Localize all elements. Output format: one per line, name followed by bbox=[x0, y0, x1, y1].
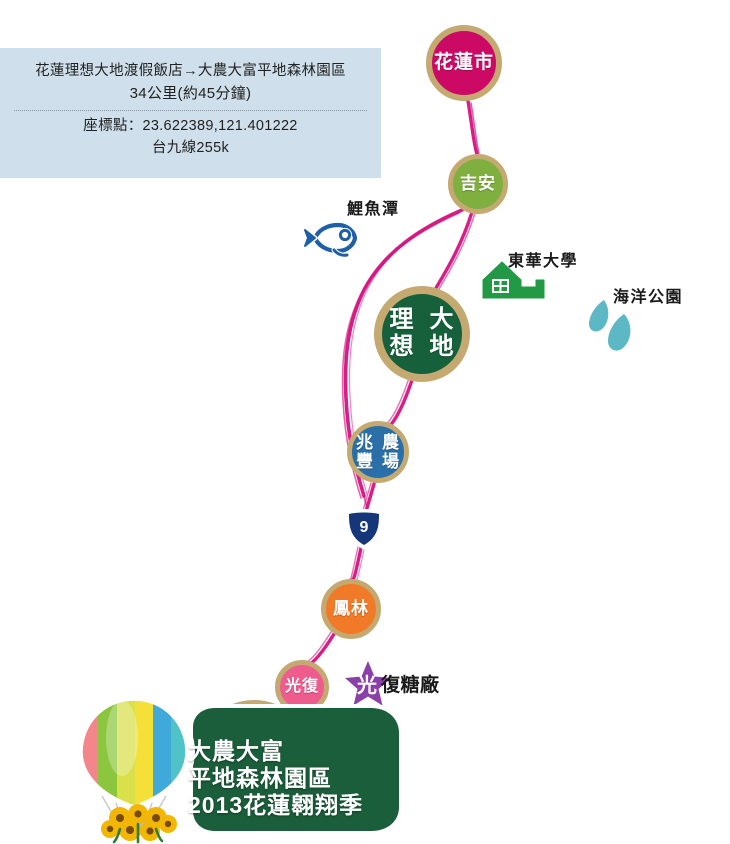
house-icon bbox=[480, 259, 547, 301]
logo-green-panel bbox=[190, 704, 402, 834]
dolphin-icon bbox=[586, 297, 633, 354]
poi-liyu-lake[interactable]: 鯉魚潭 bbox=[301, 201, 398, 262]
highway-shield-9[interactable]: 9 bbox=[345, 508, 383, 550]
map-node-label: 大地 bbox=[429, 306, 455, 360]
logo-line-2: 平地森林園區 bbox=[188, 765, 332, 792]
map-node-promised-land[interactable]: 理想大地 bbox=[374, 286, 470, 382]
map-node-hualien-city[interactable]: 花蓮市 bbox=[426, 25, 502, 101]
poi-label-ocean-park: 海洋公園 bbox=[613, 289, 684, 306]
shield-icon bbox=[345, 509, 383, 550]
map-node-label: 鳳林 bbox=[333, 599, 369, 619]
poi-label-dhu: 東華大學 bbox=[508, 253, 579, 270]
map-node-label: 吉安 bbox=[460, 174, 496, 194]
info-coordinates: 座標點：23.622389,121.401222 bbox=[83, 117, 298, 134]
map-node-label: 兆豐 bbox=[356, 432, 374, 471]
destination-logo-text: 大農大富 平地森林園區 2013花蓮翱翔季 bbox=[188, 738, 363, 819]
poi-label-liyu-lake: 鯉魚潭 bbox=[347, 201, 400, 218]
map-node-label: 花蓮市 bbox=[433, 52, 494, 74]
route-info-box: 花蓮理想大地渡假飯店→大農大富平地森林園區 34公里(約45分鐘) 座標點：23… bbox=[0, 48, 381, 178]
logo-line-3: 2013花蓮翱翔季 bbox=[188, 792, 364, 819]
info-highway-marker: 台九線255k bbox=[151, 140, 230, 157]
star-icon bbox=[345, 661, 391, 706]
fish-icon bbox=[301, 221, 359, 258]
destination-logo[interactable] bbox=[72, 690, 412, 844]
map-node-label: 理想 bbox=[389, 306, 415, 360]
info-route-summary: 花蓮理想大地渡假飯店→大農大富平地森林園區 bbox=[35, 63, 346, 79]
poi-label-sugar-factory: 復糖廠 bbox=[381, 675, 440, 696]
logo-line-1: 大農大富 bbox=[188, 738, 284, 764]
map-node-fenglin[interactable]: 鳳林 bbox=[321, 579, 381, 639]
sunflowers-icon bbox=[101, 804, 177, 844]
map-node-zhaofeng-farm[interactable]: 兆豐農場 bbox=[347, 421, 409, 483]
info-divider bbox=[14, 109, 367, 112]
map-node-label: 農場 bbox=[382, 432, 400, 471]
info-distance-duration: 34公里(約45分鐘) bbox=[129, 85, 252, 103]
poi-ocean-park[interactable]: 海洋公園 bbox=[586, 289, 682, 361]
poi-dhu[interactable]: 東華大學 bbox=[478, 253, 577, 305]
map-node-label: 光復 bbox=[284, 678, 319, 696]
map-node-jian[interactable]: 吉安 bbox=[448, 154, 508, 214]
